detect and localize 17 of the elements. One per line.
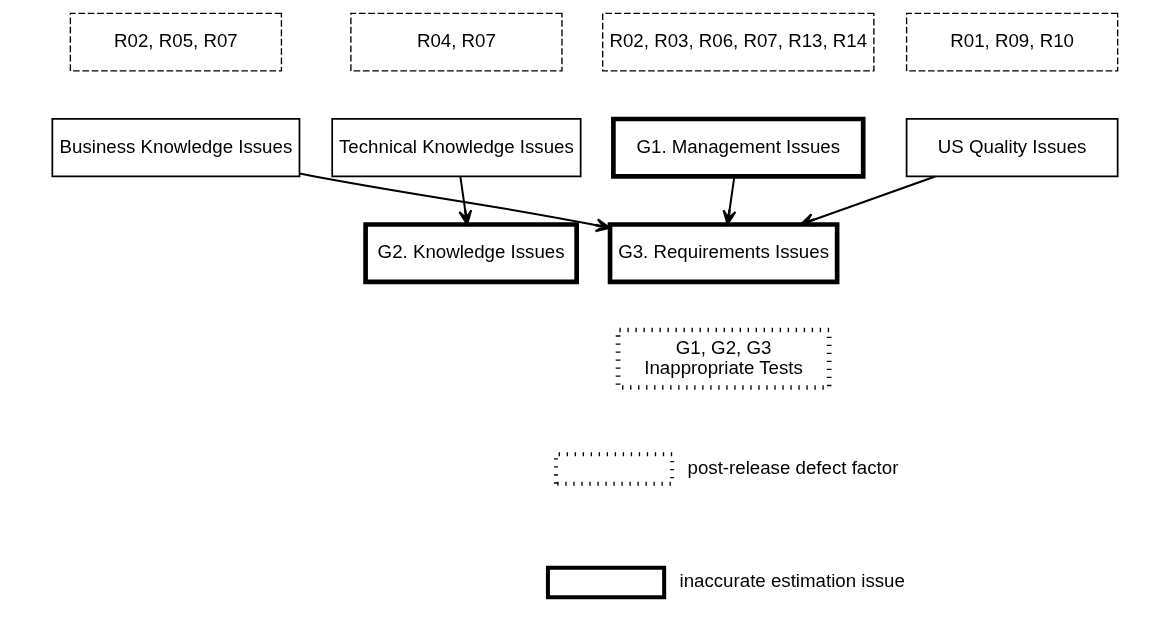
node-box: Technical Knowledge Issues xyxy=(331,118,582,178)
arrow xyxy=(298,172,611,233)
node-box: G3. Requirements Issues xyxy=(607,222,840,285)
node-box: US Quality Issues xyxy=(905,118,1119,178)
legend-label: inaccurate estimation issue xyxy=(679,570,905,592)
node-box: R04, R07 xyxy=(350,12,563,72)
node-box: G2. Knowledge Issues xyxy=(363,222,579,285)
node-box: G1, G2, G3 Inappropriate Tests xyxy=(615,327,832,390)
legend-label: post-release defect factor xyxy=(687,456,899,478)
arrow xyxy=(799,175,937,227)
node-box: Business Knowledge Issues xyxy=(51,118,301,178)
node-box: R01, R09, R10 xyxy=(905,12,1119,72)
arrow xyxy=(458,175,473,226)
node-box: R02, R03, R06, R07, R13, R14 xyxy=(602,12,875,72)
node-box: R02, R05, R07 xyxy=(69,12,283,72)
arrow xyxy=(722,175,737,226)
node-box: G1. Management Issues xyxy=(611,116,866,179)
